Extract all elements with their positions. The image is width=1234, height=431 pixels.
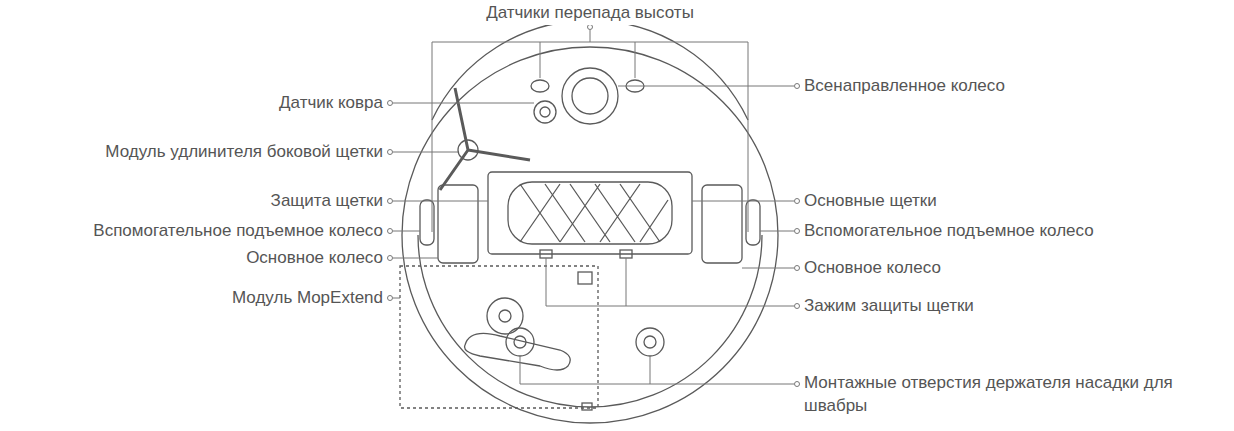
part-label: Модуль MopExtend	[230, 287, 385, 310]
mount-hole	[506, 328, 534, 356]
part-label: Основные щетки	[802, 190, 939, 213]
brush-clip	[620, 250, 632, 258]
mount-hole-inner	[514, 336, 526, 348]
brush-guard	[488, 172, 692, 254]
part-label: Датчики перепада высоты	[484, 2, 696, 25]
mop-rotor-hub	[499, 310, 511, 322]
part-label: Модуль удлинителя боковой щетки	[103, 141, 385, 164]
part-label: Вспомогательное подъемное колесо	[91, 220, 385, 243]
brush-bristles	[520, 184, 668, 242]
omni-wheel-hub	[572, 78, 608, 114]
part-label: Датчик ковра	[277, 92, 385, 115]
mop-module-box	[400, 266, 598, 408]
carpet-sensor	[534, 101, 556, 123]
omni-wheel	[562, 68, 618, 124]
leader-lines	[393, 30, 794, 384]
mop-slot	[465, 333, 571, 370]
cliff-sensor	[531, 80, 549, 92]
sensor-window	[578, 272, 592, 284]
part-label: Основное колесо	[802, 257, 943, 280]
carpet-sensor-inner	[540, 107, 550, 117]
mount-hole-inner	[644, 336, 656, 348]
part-label: Основное колесо	[244, 247, 385, 270]
bottom-notch	[582, 403, 592, 410]
mount-hole	[636, 328, 664, 356]
leader-dots	[388, 25, 800, 387]
bottom-arc	[418, 235, 762, 407]
brush-clip	[540, 250, 552, 258]
part-label: Защита щетки	[269, 190, 385, 213]
main-wheel-left	[438, 185, 478, 263]
part-label: Всенаправленное колесо	[802, 75, 1007, 98]
main-brush	[508, 182, 672, 244]
part-label: Вспомогательное подъемное колесо	[802, 220, 1096, 243]
part-label: Зажим защиты щетки	[802, 295, 976, 318]
main-wheel-right	[702, 185, 742, 263]
part-label: Монтажные отверстия держателя насадки дл…	[802, 372, 1206, 418]
